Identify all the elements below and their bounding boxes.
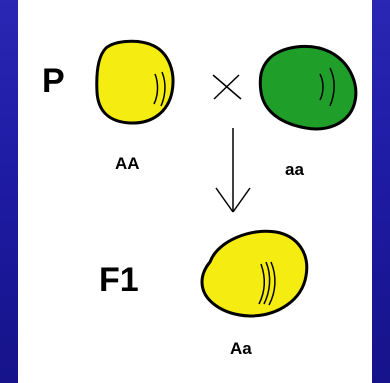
down-arrow-icon — [215, 128, 251, 213]
yellow-pea-icon — [200, 229, 309, 318]
yellow-pea-icon — [95, 39, 175, 125]
parent2-genotype-label: aa — [285, 160, 304, 179]
green-pea-icon — [258, 45, 358, 131]
diagram-card: P AA aa F1 Aa — [18, 0, 372, 383]
parent1-genotype-label: AA — [115, 154, 140, 173]
offspring-genotype-label: Aa — [230, 339, 252, 358]
diagram-art — [95, 39, 358, 318]
cross-icon — [212, 74, 242, 100]
parent-generation-label: P — [42, 62, 65, 100]
offspring-generation-label: F1 — [99, 261, 139, 299]
